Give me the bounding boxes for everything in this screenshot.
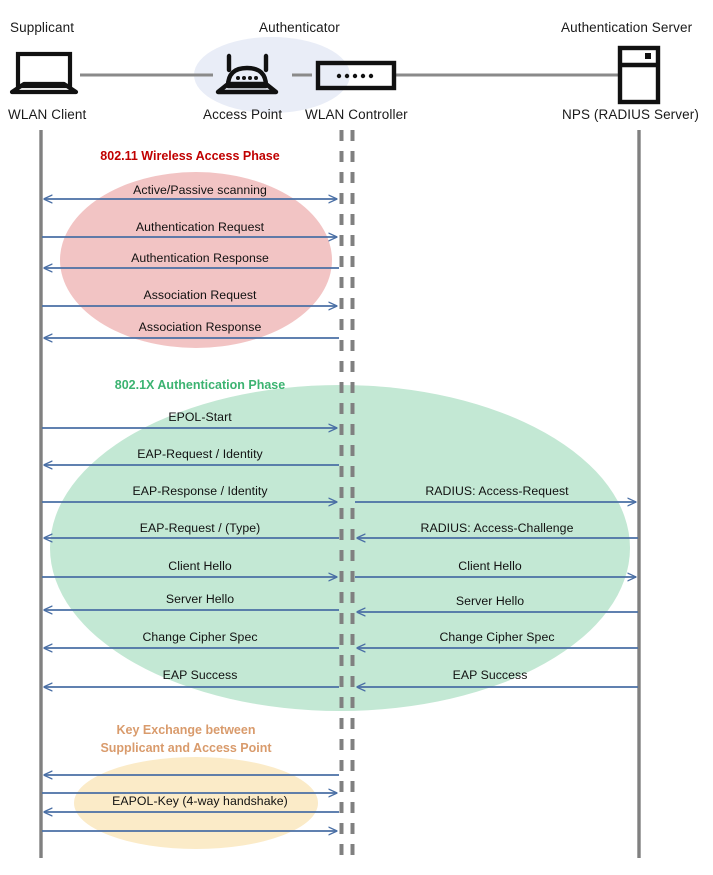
phase-ellipse-key — [74, 757, 318, 849]
msg-label-eapol-start: EPOL-Start — [168, 410, 232, 424]
phase-ellipse-80211 — [60, 172, 332, 348]
msg-label-radius-access-challenge: RADIUS: Access-Challenge — [420, 521, 574, 535]
msg-label-client-hello-left: Client Hello — [168, 559, 232, 573]
actor-device-access-point: Access Point — [203, 107, 283, 122]
message-arrows-left — [42, 199, 339, 831]
msg-label-server-hello-left: Server Hello — [165, 592, 235, 606]
msg-label-server-hello-right: Server Hello — [455, 594, 525, 608]
actor-device-wlan-controller: WLAN Controller — [305, 107, 408, 122]
phase-label-key-exchange-line2: Supplicant and Access Point — [100, 741, 272, 755]
server-icon — [617, 45, 661, 105]
laptop-icon — [9, 51, 79, 95]
msg-label-radius-access-request: RADIUS: Access-Request — [425, 484, 569, 498]
msg-label-eap-request-type: EAP-Request / (Type) — [139, 521, 261, 535]
message-arrows-right — [355, 502, 638, 687]
phase-ellipse-8021x — [50, 385, 630, 711]
msg-label-eap-success-left: EAP Success — [162, 668, 238, 682]
msg-label-association-response: Association Response — [138, 320, 262, 334]
phase-label-8021x: 802.1X Authentication Phase — [114, 378, 286, 392]
msg-label-eap-success-right: EAP Success — [452, 668, 528, 682]
actor-device-wlan-client: WLAN Client — [8, 107, 87, 122]
actor-role-supplicant: Supplicant — [10, 20, 75, 35]
actor-device-nps-radius-server: NPS (RADIUS Server) — [562, 107, 699, 122]
msg-label-association-request: Association Request — [143, 288, 257, 302]
access-point-icon — [215, 53, 279, 95]
msg-label-authentication-request: Authentication Request — [135, 220, 265, 234]
actor-role-authentication-server: Authentication Server — [561, 20, 693, 35]
msg-label-eap-response-identity: EAP-Response / Identity — [132, 484, 268, 498]
actor-role-authenticator: Authenticator — [259, 20, 340, 35]
msg-label-active-passive-scanning: Active/Passive scanning — [133, 183, 267, 197]
msg-label-change-cipher-spec-left: Change Cipher Spec — [142, 630, 258, 644]
msg-label-client-hello-right: Client Hello — [458, 559, 522, 573]
authenticator-grouping-ellipse — [194, 37, 350, 113]
msg-label-change-cipher-spec-right: Change Cipher Spec — [439, 630, 555, 644]
phase-label-key-exchange-line1: Key Exchange between — [116, 723, 256, 737]
phase-label-key-exchange: Key Exchange between Supplicant and Acce… — [100, 721, 271, 757]
phase-label-80211: 802.11 Wireless Access Phase — [100, 149, 280, 163]
msg-label-eapol-key-handshake: EAPOL-Key (4-way handshake) — [112, 794, 288, 808]
msg-label-authentication-response: Authentication Response — [131, 251, 269, 265]
msg-label-eap-request-identity: EAP-Request / Identity — [137, 447, 263, 461]
wlan-controller-icon — [315, 60, 397, 91]
